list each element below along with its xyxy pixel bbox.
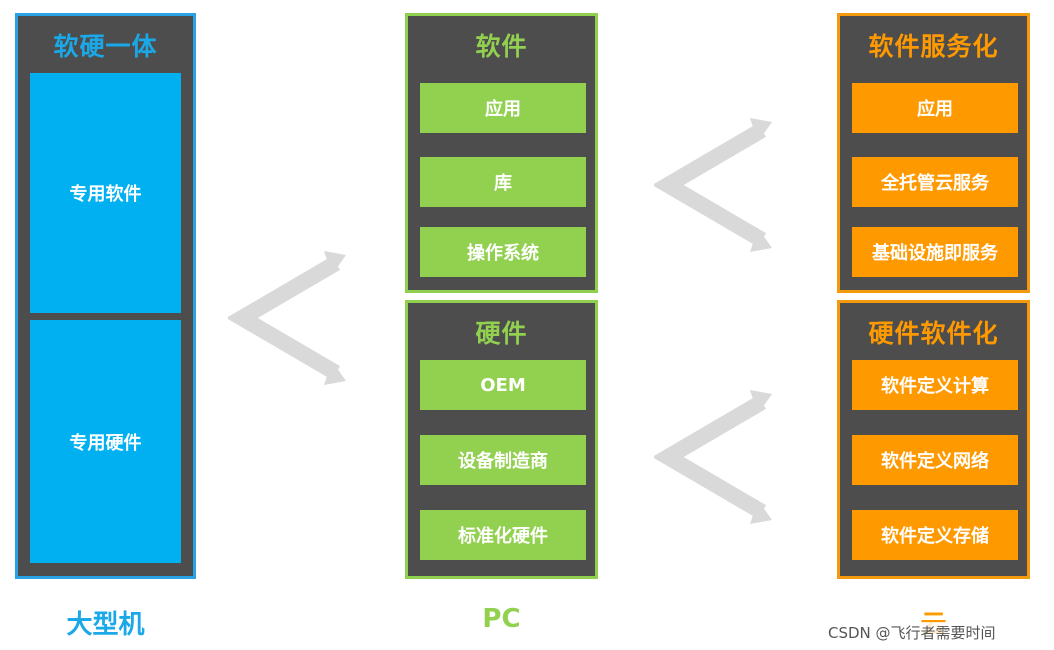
pc-hardware-title: 硬件 [475, 319, 528, 348]
pc-to-cloud-hardware-arrow-icon [654, 390, 772, 524]
mainframe-panel: 软硬一体 专用软件 专用硬件 [15, 13, 196, 579]
mainframe-to-pc-arrow-icon [228, 251, 346, 385]
pc-standard-hardware-box: 标准化硬件 [420, 510, 586, 560]
cloud-iaas-box: 基础设施即服务 [852, 227, 1018, 277]
sd-storage-box: 软件定义存储 [852, 510, 1018, 560]
pc-os-box: 操作系统 [420, 227, 586, 277]
dedicated-hardware-box: 专用硬件 [30, 320, 181, 563]
pc-oem-box: OEM [420, 360, 586, 410]
pc-software-title: 软件 [475, 32, 528, 61]
pc-caption: PC [482, 604, 521, 634]
dedicated-software-box: 专用软件 [30, 73, 181, 313]
cloud-software-title: 软件服务化 [868, 32, 999, 61]
cloud-hardware-panel: 硬件软件化 软件定义计算 软件定义网络 软件定义存储 [837, 300, 1030, 579]
csdn-watermark: CSDN @飞行者需要时间 [828, 622, 996, 643]
sd-network-box: 软件定义网络 [852, 435, 1018, 485]
sd-compute-box: 软件定义计算 [852, 360, 1018, 410]
pc-software-panel: 软件 应用 库 操作系统 [405, 13, 598, 293]
pc-device-maker-box: 设备制造商 [420, 435, 586, 485]
cloud-software-panel: 软件服务化 应用 全托管云服务 基础设施即服务 [837, 13, 1030, 293]
pc-to-cloud-software-arrow-icon [654, 118, 772, 252]
pc-app-box: 应用 [420, 83, 586, 133]
mainframe-caption: 大型机 [66, 610, 145, 640]
cloud-managed-service-box: 全托管云服务 [852, 157, 1018, 207]
pc-hardware-panel: 硬件 OEM 设备制造商 标准化硬件 [405, 300, 598, 579]
pc-library-box: 库 [420, 157, 586, 207]
cloud-hardware-title: 硬件软件化 [868, 319, 999, 348]
mainframe-panel-title: 软硬一体 [53, 32, 158, 61]
cloud-app-box: 应用 [852, 83, 1018, 133]
